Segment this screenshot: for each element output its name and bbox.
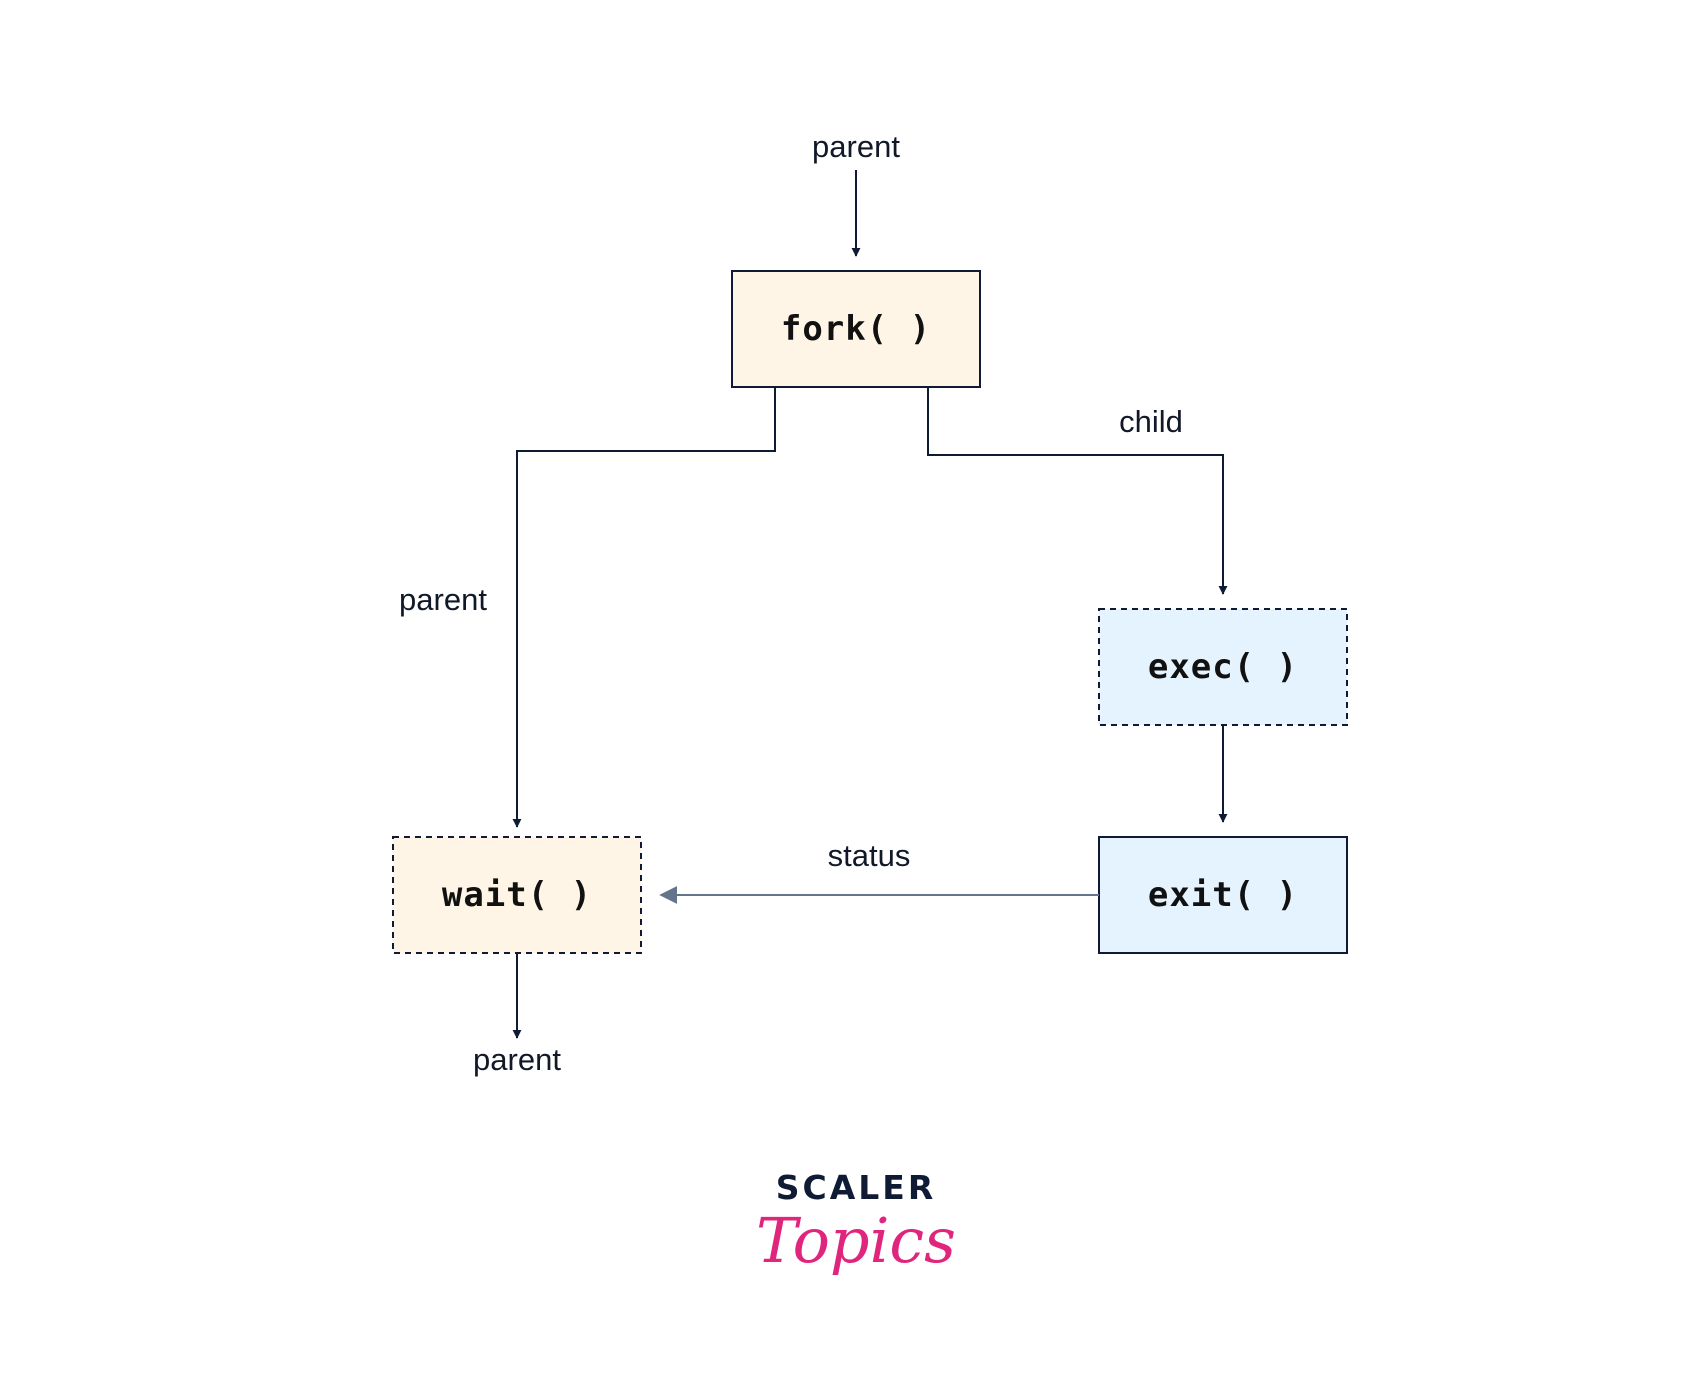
brand-scaler-text: SCALER (776, 1168, 937, 1207)
exit-box (1098, 836, 1348, 954)
bottom-parent-label: parent (473, 1042, 561, 1077)
fork-label: fork( ) (781, 309, 931, 349)
left-parent-label: parent (399, 582, 487, 617)
scaler-topics-logo: SCALER Topics (756, 1168, 956, 1277)
brand-topics-text: Topics (756, 1204, 956, 1277)
top-parent-label: parent (812, 129, 900, 164)
child-label: child (1119, 404, 1183, 439)
wait-label: wait( ) (442, 875, 592, 915)
wait-box (392, 836, 642, 954)
status-label: status (828, 838, 911, 873)
exit-label: exit( ) (1148, 875, 1298, 915)
fork-to-exec-connector (927, 387, 1228, 595)
fork-box (731, 270, 981, 388)
fork-to-wait-connector (512, 387, 776, 828)
exec-label: exec( ) (1148, 647, 1298, 687)
